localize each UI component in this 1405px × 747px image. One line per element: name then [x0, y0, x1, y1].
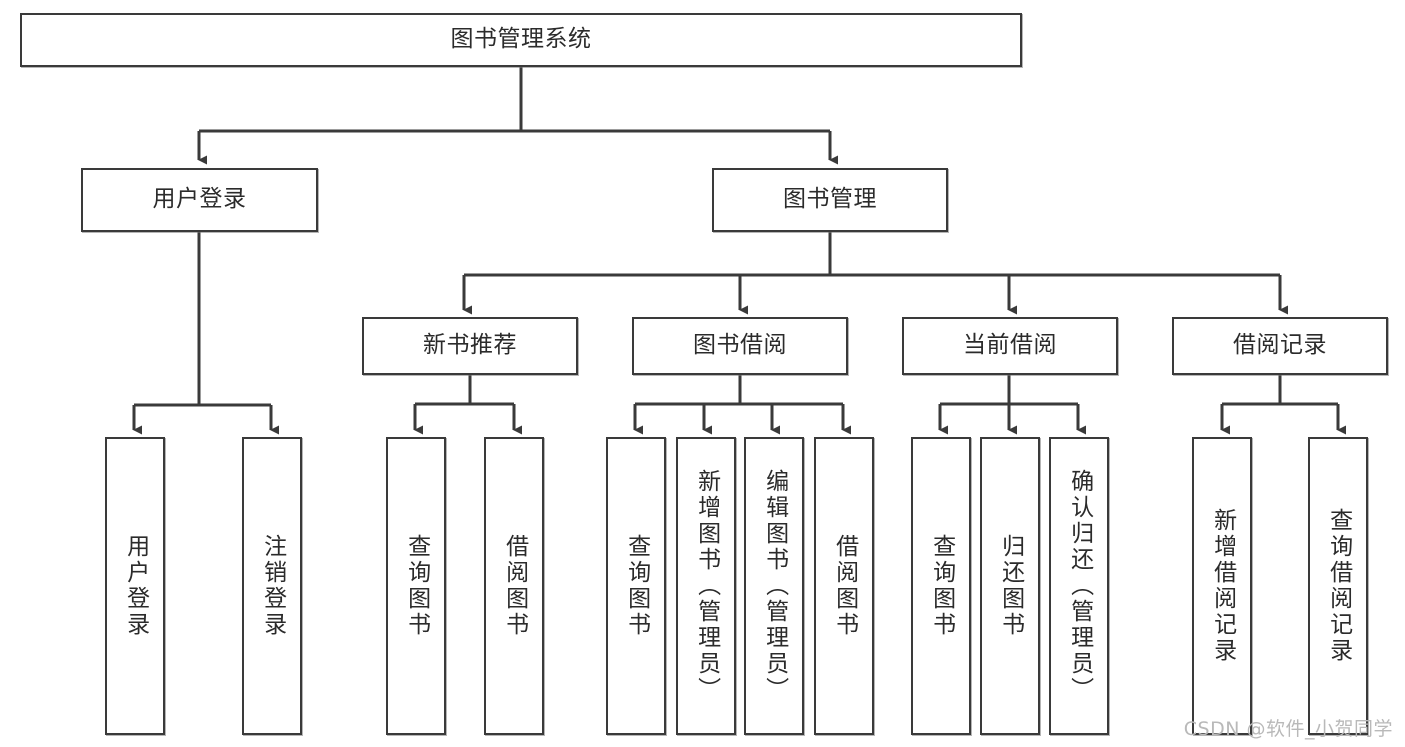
leaf-book-borrow-borrow-book[interactable]: 借阅图书: [814, 437, 874, 735]
leaf-current-borrow-return-book-label: 归还图书: [997, 534, 1024, 638]
leaf-new-book-borrow-book[interactable]: 借阅图书: [484, 437, 544, 735]
leaf-new-book-query-book[interactable]: 查询图书: [386, 437, 446, 735]
leaf-current-borrow-query-book[interactable]: 查询图书: [911, 437, 971, 735]
node-root-book-management-system[interactable]: 图书管理系统: [20, 13, 1022, 67]
node-root-label: 图书管理系统: [450, 26, 592, 53]
node-current-borrow[interactable]: 当前借阅: [902, 317, 1118, 375]
leaf-current-borrow-query-book-label: 查询图书: [928, 534, 955, 638]
leaf-book-borrow-query-book-label: 查询图书: [623, 534, 650, 638]
leaf-book-borrow-edit-book[interactable]: 编辑图书（管理员）: [744, 437, 804, 735]
node-borrow-record[interactable]: 借阅记录: [1172, 317, 1388, 375]
node-book-management[interactable]: 图书管理: [712, 168, 948, 232]
leaf-book-borrow-borrow-book-label: 借阅图书: [831, 534, 858, 638]
node-user-login-label: 用户登录: [152, 186, 247, 213]
node-book-management-label: 图书管理: [783, 186, 877, 213]
leaf-borrow-record-query-record[interactable]: 查询借阅记录: [1308, 437, 1368, 735]
leaf-user-login-login[interactable]: 用户登录: [105, 437, 165, 735]
node-new-book-recommend-label: 新书推荐: [423, 332, 517, 359]
leaf-borrow-record-add-record-label: 新增借阅记录: [1209, 508, 1236, 664]
watermark-text: CSDN @软件_小贺同学: [1183, 718, 1393, 740]
node-book-borrow[interactable]: 图书借阅: [632, 317, 848, 375]
leaf-current-borrow-return-book[interactable]: 归还图书: [980, 437, 1040, 735]
leaf-book-borrow-query-book[interactable]: 查询图书: [606, 437, 666, 735]
leaf-user-login-login-label: 用户登录: [122, 534, 149, 638]
leaf-borrow-record-query-record-label: 查询借阅记录: [1325, 508, 1352, 664]
leaf-new-book-borrow-book-label: 借阅图书: [501, 534, 528, 638]
node-book-borrow-label: 图书借阅: [693, 332, 787, 359]
leaf-book-borrow-add-book[interactable]: 新增图书（管理员）: [676, 437, 736, 735]
leaf-book-borrow-edit-book-label: 编辑图书（管理员）: [761, 469, 788, 703]
node-user-login[interactable]: 用户登录: [81, 168, 318, 232]
node-new-book-recommend[interactable]: 新书推荐: [362, 317, 578, 375]
leaf-new-book-query-book-label: 查询图书: [403, 534, 430, 638]
leaf-user-login-logout-label: 注销登录: [259, 534, 286, 638]
leaf-current-borrow-confirm-return[interactable]: 确认归还（管理员）: [1049, 437, 1109, 735]
leaf-current-borrow-confirm-return-label: 确认归还（管理员）: [1066, 469, 1093, 703]
leaf-user-login-logout[interactable]: 注销登录: [242, 437, 302, 735]
leaf-book-borrow-add-book-label: 新增图书（管理员）: [693, 469, 720, 703]
node-current-borrow-label: 当前借阅: [963, 332, 1057, 359]
leaf-borrow-record-add-record[interactable]: 新增借阅记录: [1192, 437, 1252, 735]
node-borrow-record-label: 借阅记录: [1233, 332, 1327, 359]
